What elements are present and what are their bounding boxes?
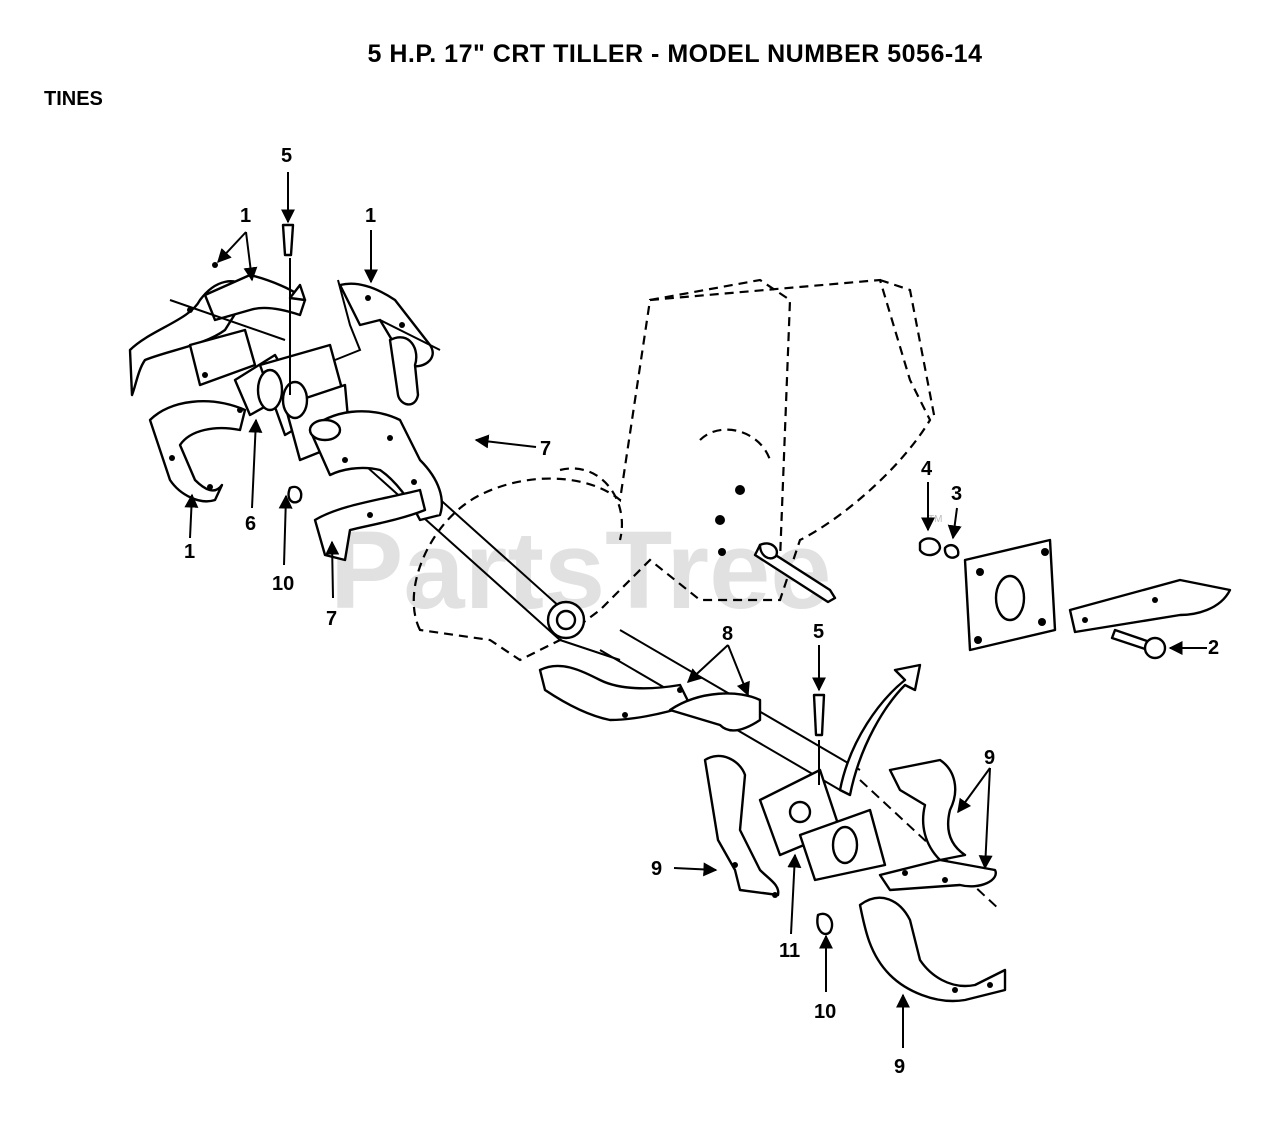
right-hub-assembly xyxy=(758,537,1232,660)
diagram-title: 5 H.P. 17" CRT TILLER - MODEL NUMBER 505… xyxy=(367,40,983,68)
gearbox-housing xyxy=(412,278,937,662)
callout-1-top-left: 1 xyxy=(240,205,251,227)
callout-7-right: 7 xyxy=(540,438,551,460)
callout-4: 4 xyxy=(921,458,933,480)
callout-7-bottom: 7 xyxy=(326,608,337,630)
callout-8: 8 xyxy=(722,623,733,645)
callout-6: 6 xyxy=(245,513,256,535)
callout-5-lower: 5 xyxy=(813,621,824,643)
callout-5-upper: 5 xyxy=(281,145,292,167)
callout-2: 2 xyxy=(1208,637,1219,659)
callout-11: 11 xyxy=(779,940,800,962)
callout-labels: 1 1 1 5 5 6 7 7 10 10 4 3 2 8 9 9 9 11 xyxy=(184,145,1219,1078)
callout-9-bottom: 9 xyxy=(894,1056,905,1078)
leader-lines xyxy=(184,172,1207,1048)
callout-9-right: 9 xyxy=(984,747,995,769)
left-tine-assembly xyxy=(128,223,443,562)
lower-tine-assembly xyxy=(538,663,1007,1003)
callout-10-upper: 10 xyxy=(272,573,294,595)
callout-9-left: 9 xyxy=(651,858,662,880)
callout-1-top-right: 1 xyxy=(365,205,376,227)
callout-10-lower: 10 xyxy=(814,1001,836,1023)
watermark-trademark: TM xyxy=(928,514,942,525)
callout-3: 3 xyxy=(951,483,962,505)
section-label: TINES xyxy=(44,88,103,110)
callout-1-bottom-left: 1 xyxy=(184,541,195,563)
